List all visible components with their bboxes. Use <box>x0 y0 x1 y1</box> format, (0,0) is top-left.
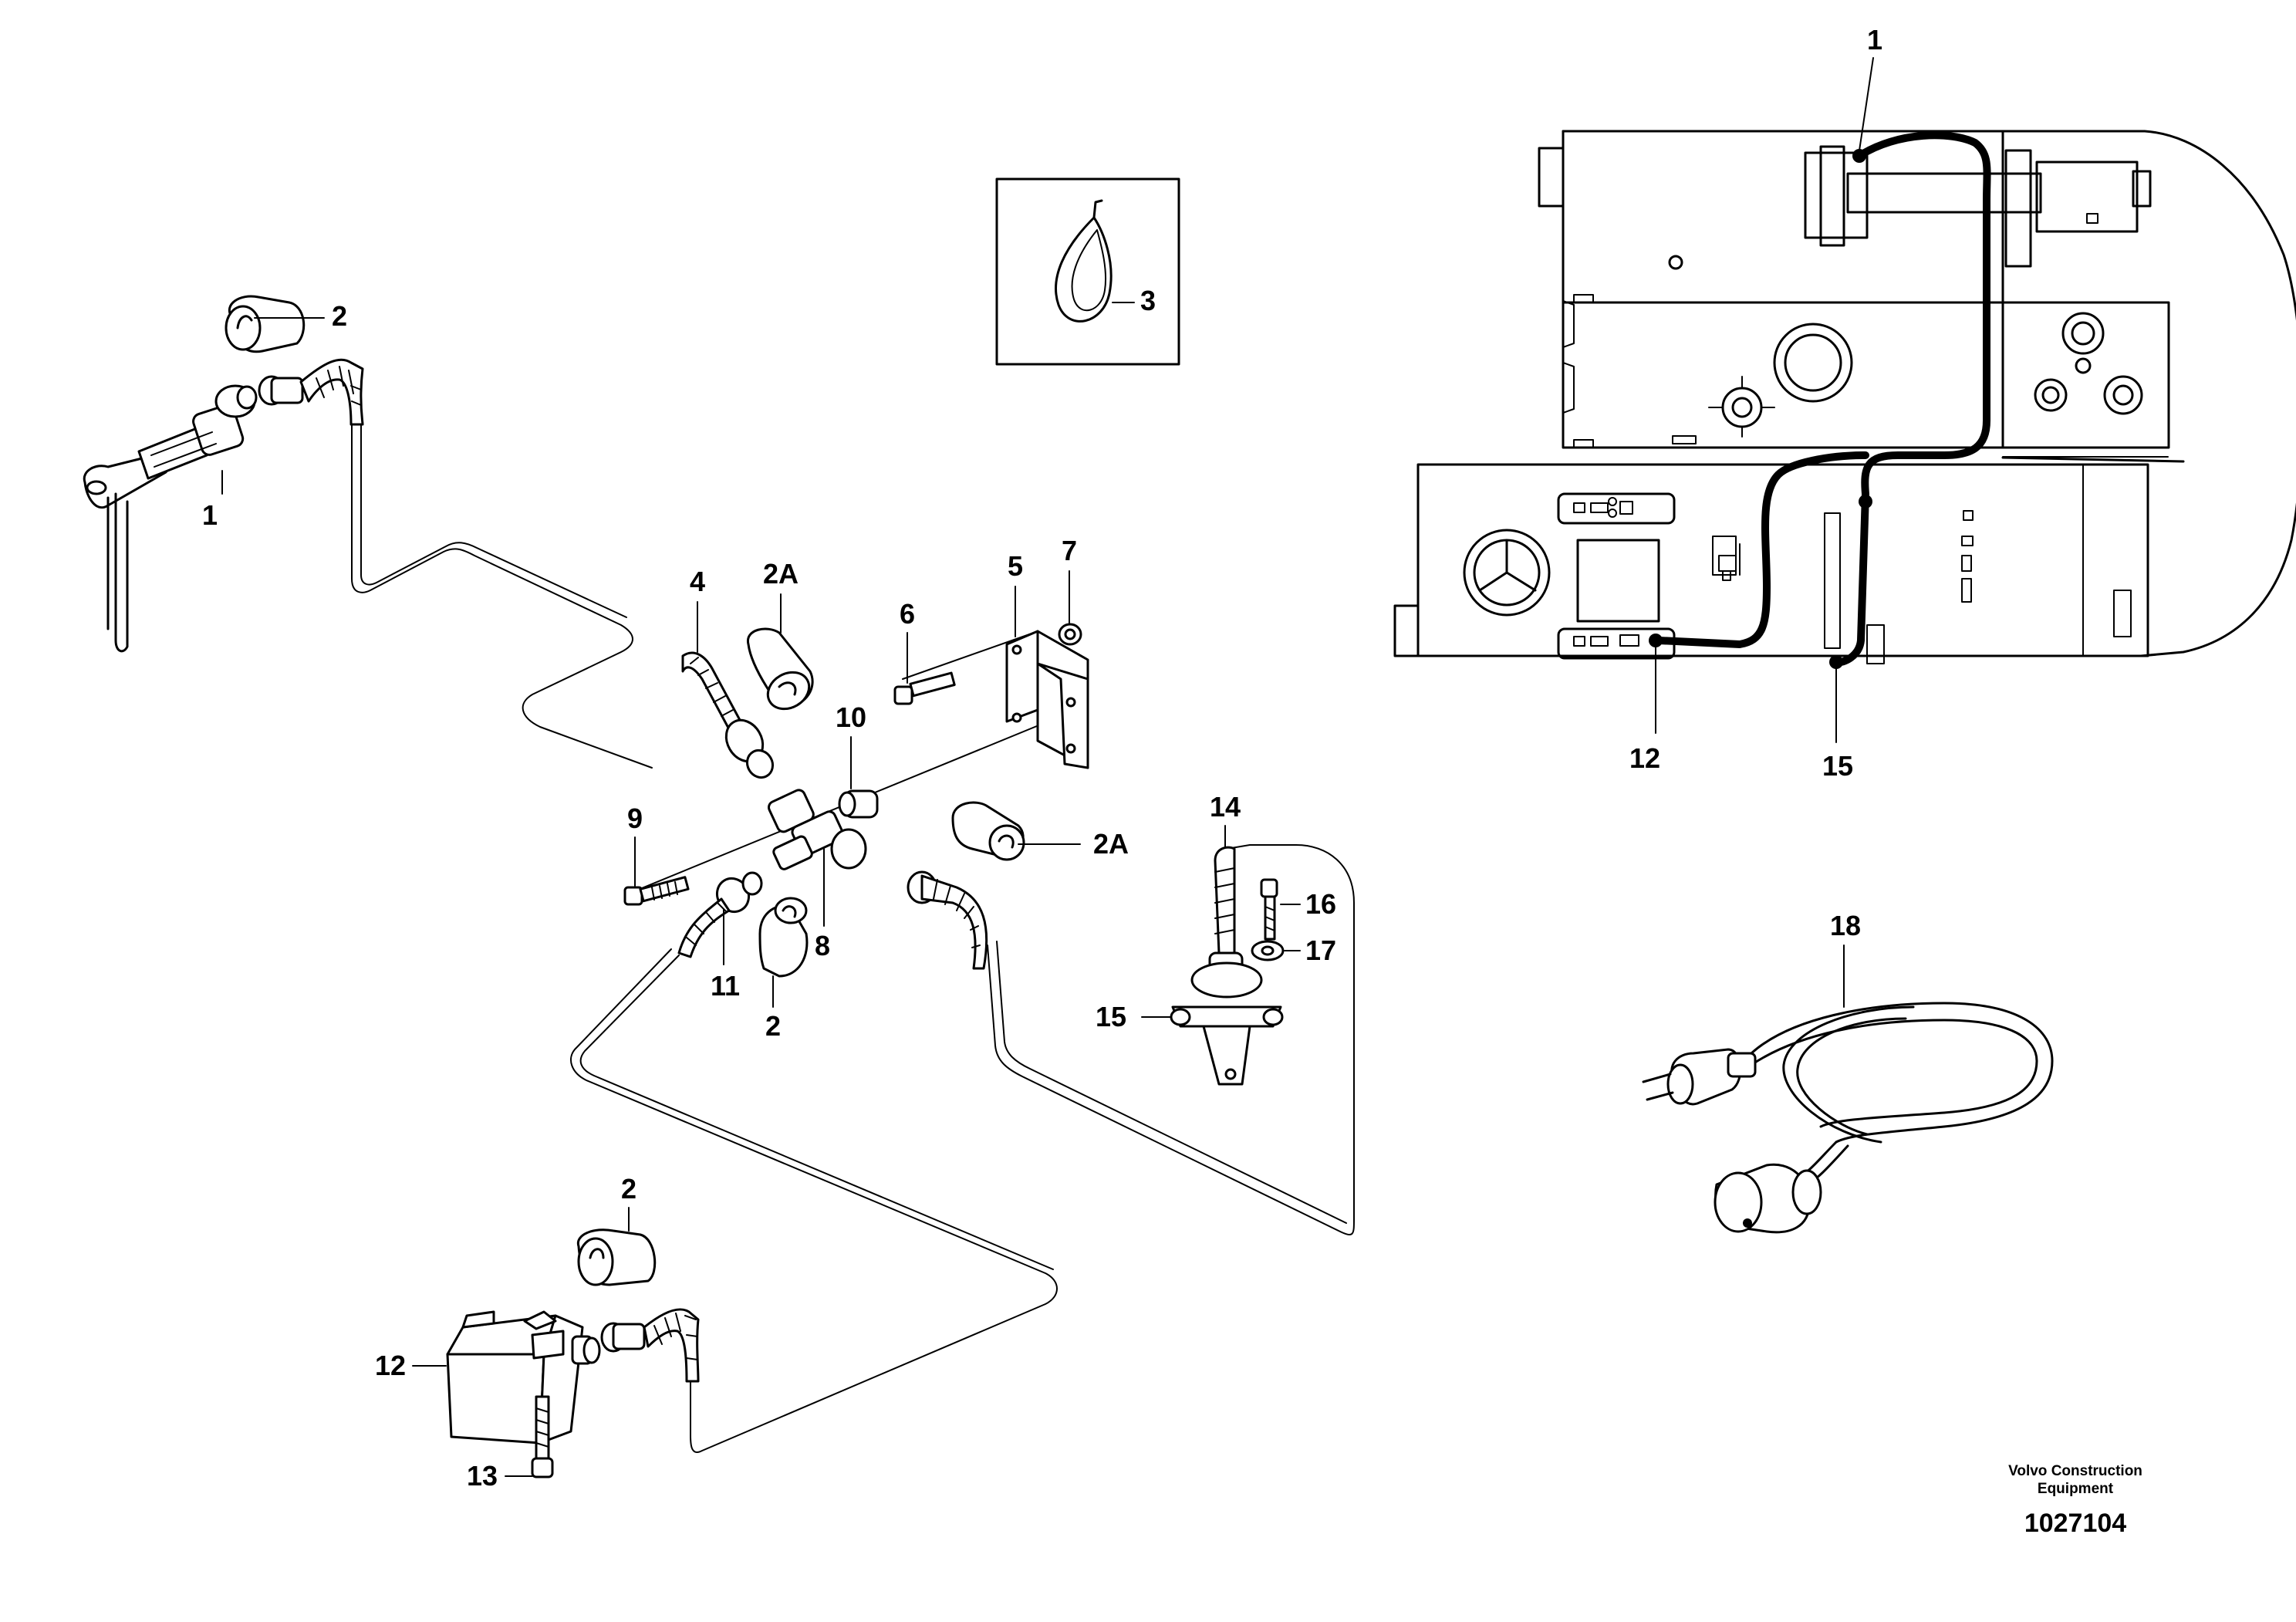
machine-panel-overview <box>1393 130 2296 669</box>
callout-2a-right: 2A <box>1093 828 1129 860</box>
callout-3: 3 <box>1140 285 1156 316</box>
sleeve-part-2-mid <box>758 897 809 978</box>
callout-1-left: 1 <box>202 499 218 531</box>
callout-2a-top: 2A <box>763 558 799 590</box>
callout-11: 11 <box>711 970 740 1002</box>
connector-bottom-left <box>600 1308 700 1383</box>
callout-7: 7 <box>1062 535 1077 566</box>
callout-14: 14 <box>1210 791 1241 823</box>
sensor-part-1 <box>83 384 258 653</box>
callout-5: 5 <box>1008 550 1023 582</box>
callout-12-right: 12 <box>1629 742 1660 774</box>
callout-15-left: 15 <box>1096 1001 1126 1032</box>
callout-12-left: 12 <box>375 1350 406 1381</box>
callout-13: 13 <box>467 1460 498 1492</box>
sleeve-part-2-bottom <box>576 1228 657 1286</box>
bolt-part-9 <box>623 876 690 906</box>
extension-cable-part-18 <box>1642 1002 2054 1234</box>
callout-labels: 1 2 3 4 2A 5 6 7 10 9 2A 11 8 2 14 16 17… <box>202 24 1882 1492</box>
callout-17: 17 <box>1305 934 1336 966</box>
callout-6: 6 <box>900 598 915 630</box>
company-name-line2: Equipment <box>2037 1481 2114 1497</box>
document-number: 1027104 <box>2024 1509 2127 1538</box>
callout-2-bottom: 2 <box>621 1173 636 1205</box>
wiring-harness <box>351 416 1355 1453</box>
nut-part-7 <box>1058 623 1082 646</box>
sleeve-part-2a-right <box>951 801 1025 861</box>
callout-16: 16 <box>1305 888 1336 920</box>
bracket-part-5 <box>1005 630 1089 769</box>
junction-part-8 <box>677 651 988 970</box>
callout-10: 10 <box>836 701 866 733</box>
callout-15-right: 15 <box>1822 750 1853 782</box>
cable-tie-inset <box>995 177 1180 366</box>
callout-4: 4 <box>690 566 705 597</box>
callout-8: 8 <box>815 930 830 961</box>
connector-top-left <box>258 358 364 426</box>
callout-1-right: 1 <box>1867 24 1882 56</box>
washer-part-17 <box>1251 940 1285 961</box>
leader-lines <box>221 57 1874 1477</box>
bolt-part-6 <box>893 671 956 705</box>
callout-2-mid: 2 <box>765 1010 781 1042</box>
callout-2-top: 2 <box>332 300 347 332</box>
screw-part-16 <box>1260 878 1278 941</box>
callout-9: 9 <box>627 803 643 834</box>
sleeve-part-2a-top <box>747 627 814 711</box>
sleeve-part-2-top <box>225 295 306 353</box>
callout-18: 18 <box>1830 910 1861 941</box>
socket-part-15 <box>1170 846 1284 1086</box>
screw-part-13 <box>531 1395 554 1478</box>
footer-caption: Volvo Construction Equipment 1027104 <box>1944 1462 2207 1539</box>
company-name-line1: Volvo Construction <box>2008 1463 2142 1479</box>
module-part-12 <box>446 1310 601 1445</box>
